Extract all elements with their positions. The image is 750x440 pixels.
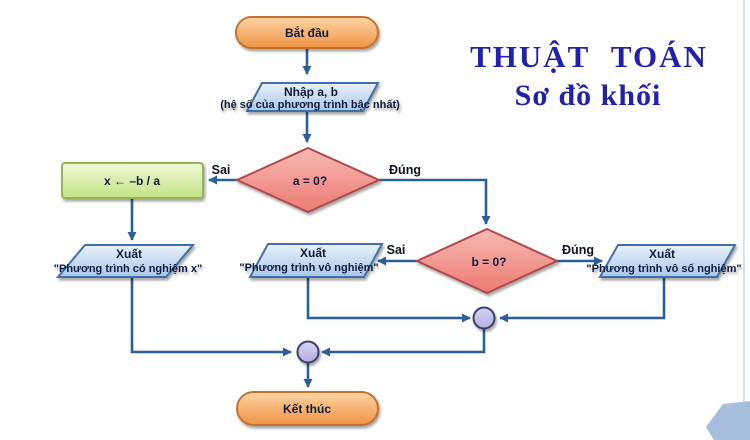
slide-title-line2: Sơ đồ khối: [515, 79, 662, 112]
input-shape: [245, 82, 380, 112]
end-terminator-shape: [236, 391, 379, 426]
output-infinite-line1: Xuất: [649, 247, 675, 261]
start-terminator-shape: [235, 16, 379, 49]
edge-output-root-to-join2: [130, 277, 292, 357]
decision-a-shape: [234, 146, 382, 214]
start-terminator: Bắt đầu: [235, 16, 379, 49]
slide-title-line1: THUẬT TOÁN: [470, 39, 708, 74]
output-infinite-parallelogram: Xuất "Phương trình vô số nghiệm": [586, 244, 742, 278]
decision-b-diamond: b = 0?: [414, 227, 560, 295]
start-label: Bắt đầu: [285, 25, 329, 40]
label-b-false: Sai: [387, 243, 406, 257]
output-root-parallelogram: Xuất "Phương trình có nghiệm x": [54, 244, 202, 278]
end-terminator: Kết thúc: [236, 391, 379, 426]
output-infinite-shape: [598, 244, 737, 278]
join-connector-1: [472, 306, 496, 330]
output-infinite-line2: "Phương trình vô số nghiệm": [586, 263, 741, 275]
edge-decision-a-true: [379, 178, 491, 225]
assign-process-box: x ← –b / a: [61, 162, 204, 199]
end-label: Kết thúc: [283, 402, 331, 416]
join2-shape: [296, 340, 320, 364]
output-none-line2: "Phương trình vô nghiệm": [239, 262, 378, 274]
output-root-shape: [55, 244, 196, 278]
join-connector-2: [296, 340, 320, 364]
input-label-line1: Nhập a, b: [284, 85, 338, 99]
decision-a-diamond: a = 0?: [234, 146, 382, 214]
output-none-line1: Xuất: [300, 246, 326, 260]
edge-join1-to-join2: [321, 329, 486, 357]
label-a-false: Sai: [212, 163, 231, 177]
connectors: [127, 48, 666, 388]
edge-output-infinite-to-join1: [499, 277, 666, 323]
join1-shape: [472, 306, 496, 330]
label-b-true: Đúng: [562, 243, 594, 257]
edge-output-none-to-join1: [306, 277, 471, 323]
decision-a-label: a = 0?: [293, 174, 327, 188]
corner-decoration: [706, 401, 750, 440]
assign-label: x ← –b / a: [104, 174, 160, 188]
output-root-line1: Xuất: [116, 247, 142, 261]
output-none-shape: [248, 243, 384, 278]
decision-b-label: b = 0?: [471, 255, 506, 269]
assign-shape: [61, 162, 204, 199]
decision-b-shape: [414, 227, 560, 295]
output-none-parallelogram: Xuất "Phương trình vô nghiệm": [239, 243, 384, 278]
label-a-true: Đúng: [389, 163, 421, 177]
input-parallelogram: Nhập a, b (hệ số của phương trình bậc nh…: [220, 82, 400, 112]
output-root-line2: "Phương trình có nghiệm x": [54, 263, 202, 275]
input-label-line2: (hệ số của phương trình bậc nhất): [220, 99, 400, 111]
